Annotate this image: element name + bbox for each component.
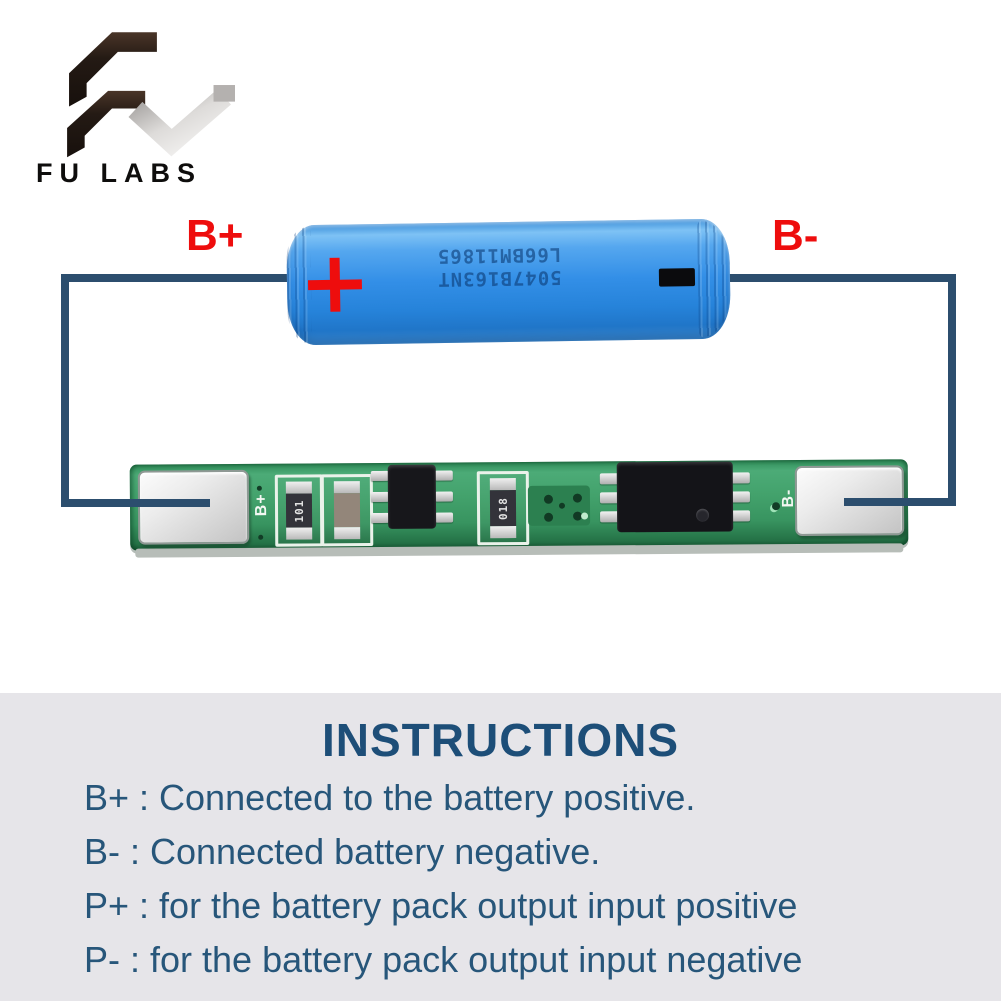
resistor-101-label: 101: [292, 499, 306, 523]
logo-lower-f: [67, 90, 146, 158]
resistor-body: 101: [285, 481, 313, 540]
sot-leg: [434, 470, 453, 481]
logo-u-stroke: [128, 89, 231, 157]
via-hole: [256, 485, 262, 491]
ic-sot23-6: [387, 464, 437, 529]
battery-marking-line2: L66BM11865: [436, 243, 562, 268]
solder-end: [285, 481, 312, 494]
battery-plus-symbol: +: [298, 232, 372, 334]
battery-marking-line1: 5047B163NT: [437, 266, 562, 291]
logo-u-cap: [213, 85, 235, 102]
battery-marking: 5047B163NT L66BM11865: [421, 242, 577, 290]
via-hole: [771, 502, 781, 511]
resistor-101: 101: [274, 474, 324, 547]
test-point-area: [527, 485, 591, 526]
instruction-line-p-plus: P+ : for the battery pack output input p…: [84, 885, 798, 926]
instructions-title: INSTRUCTIONS: [322, 714, 679, 766]
ic-soic-8: [616, 461, 734, 533]
solder-end: [286, 527, 313, 540]
board-side-edge: [135, 543, 904, 558]
silkscreen-b-plus: B+: [252, 493, 271, 517]
label-b-minus: B-: [772, 211, 819, 260]
protection-board: B+ 101 018: [129, 459, 909, 558]
resistor-018-label: 018: [496, 496, 510, 520]
solder-end: [334, 527, 361, 540]
instruction-line-b-minus: B- : Connected battery negative.: [84, 831, 601, 872]
instructions-lines: B+ : Connected to the battery positive. …: [84, 771, 802, 987]
test-point: [572, 493, 582, 503]
sot-leg: [434, 491, 453, 502]
solder-end: [490, 526, 517, 539]
led-dot: [581, 512, 589, 520]
solder-end: [489, 478, 516, 491]
sot-leg: [435, 512, 454, 523]
test-point: [543, 494, 553, 504]
test-point: [558, 502, 566, 509]
label-b-plus: B+: [186, 211, 244, 260]
brand-wordmark: FU LABS: [36, 158, 202, 188]
resistor-body: 018: [489, 478, 517, 539]
instruction-line-b-plus: B+ : Connected to the battery positive.: [84, 777, 696, 818]
via-hole: [258, 534, 264, 540]
sot-leg: [371, 512, 390, 524]
logo-upper-f: [69, 32, 157, 107]
battery-vent-mark: [658, 268, 696, 287]
sot-leg: [370, 470, 389, 482]
fu-labs-logo: [67, 32, 235, 158]
battery-18650: + 5047B163NT L66BM11865: [286, 218, 731, 346]
solder-pad-b-plus: [137, 469, 250, 545]
instruction-line-p-minus: P- : for the battery pack output input n…: [84, 939, 803, 980]
battery-cap-right: [697, 220, 731, 338]
solder-pad-b-minus: [794, 465, 905, 537]
resistor-018: 018: [476, 470, 530, 546]
test-point: [544, 512, 554, 522]
capacitor-body: [333, 481, 361, 540]
instructions-panel: INSTRUCTIONS B+ : Connected to the batte…: [0, 693, 1001, 1001]
sot-leg: [370, 491, 389, 503]
capacitor: [320, 474, 374, 547]
solder-end: [333, 481, 360, 494]
pin1-dot: [696, 508, 710, 522]
